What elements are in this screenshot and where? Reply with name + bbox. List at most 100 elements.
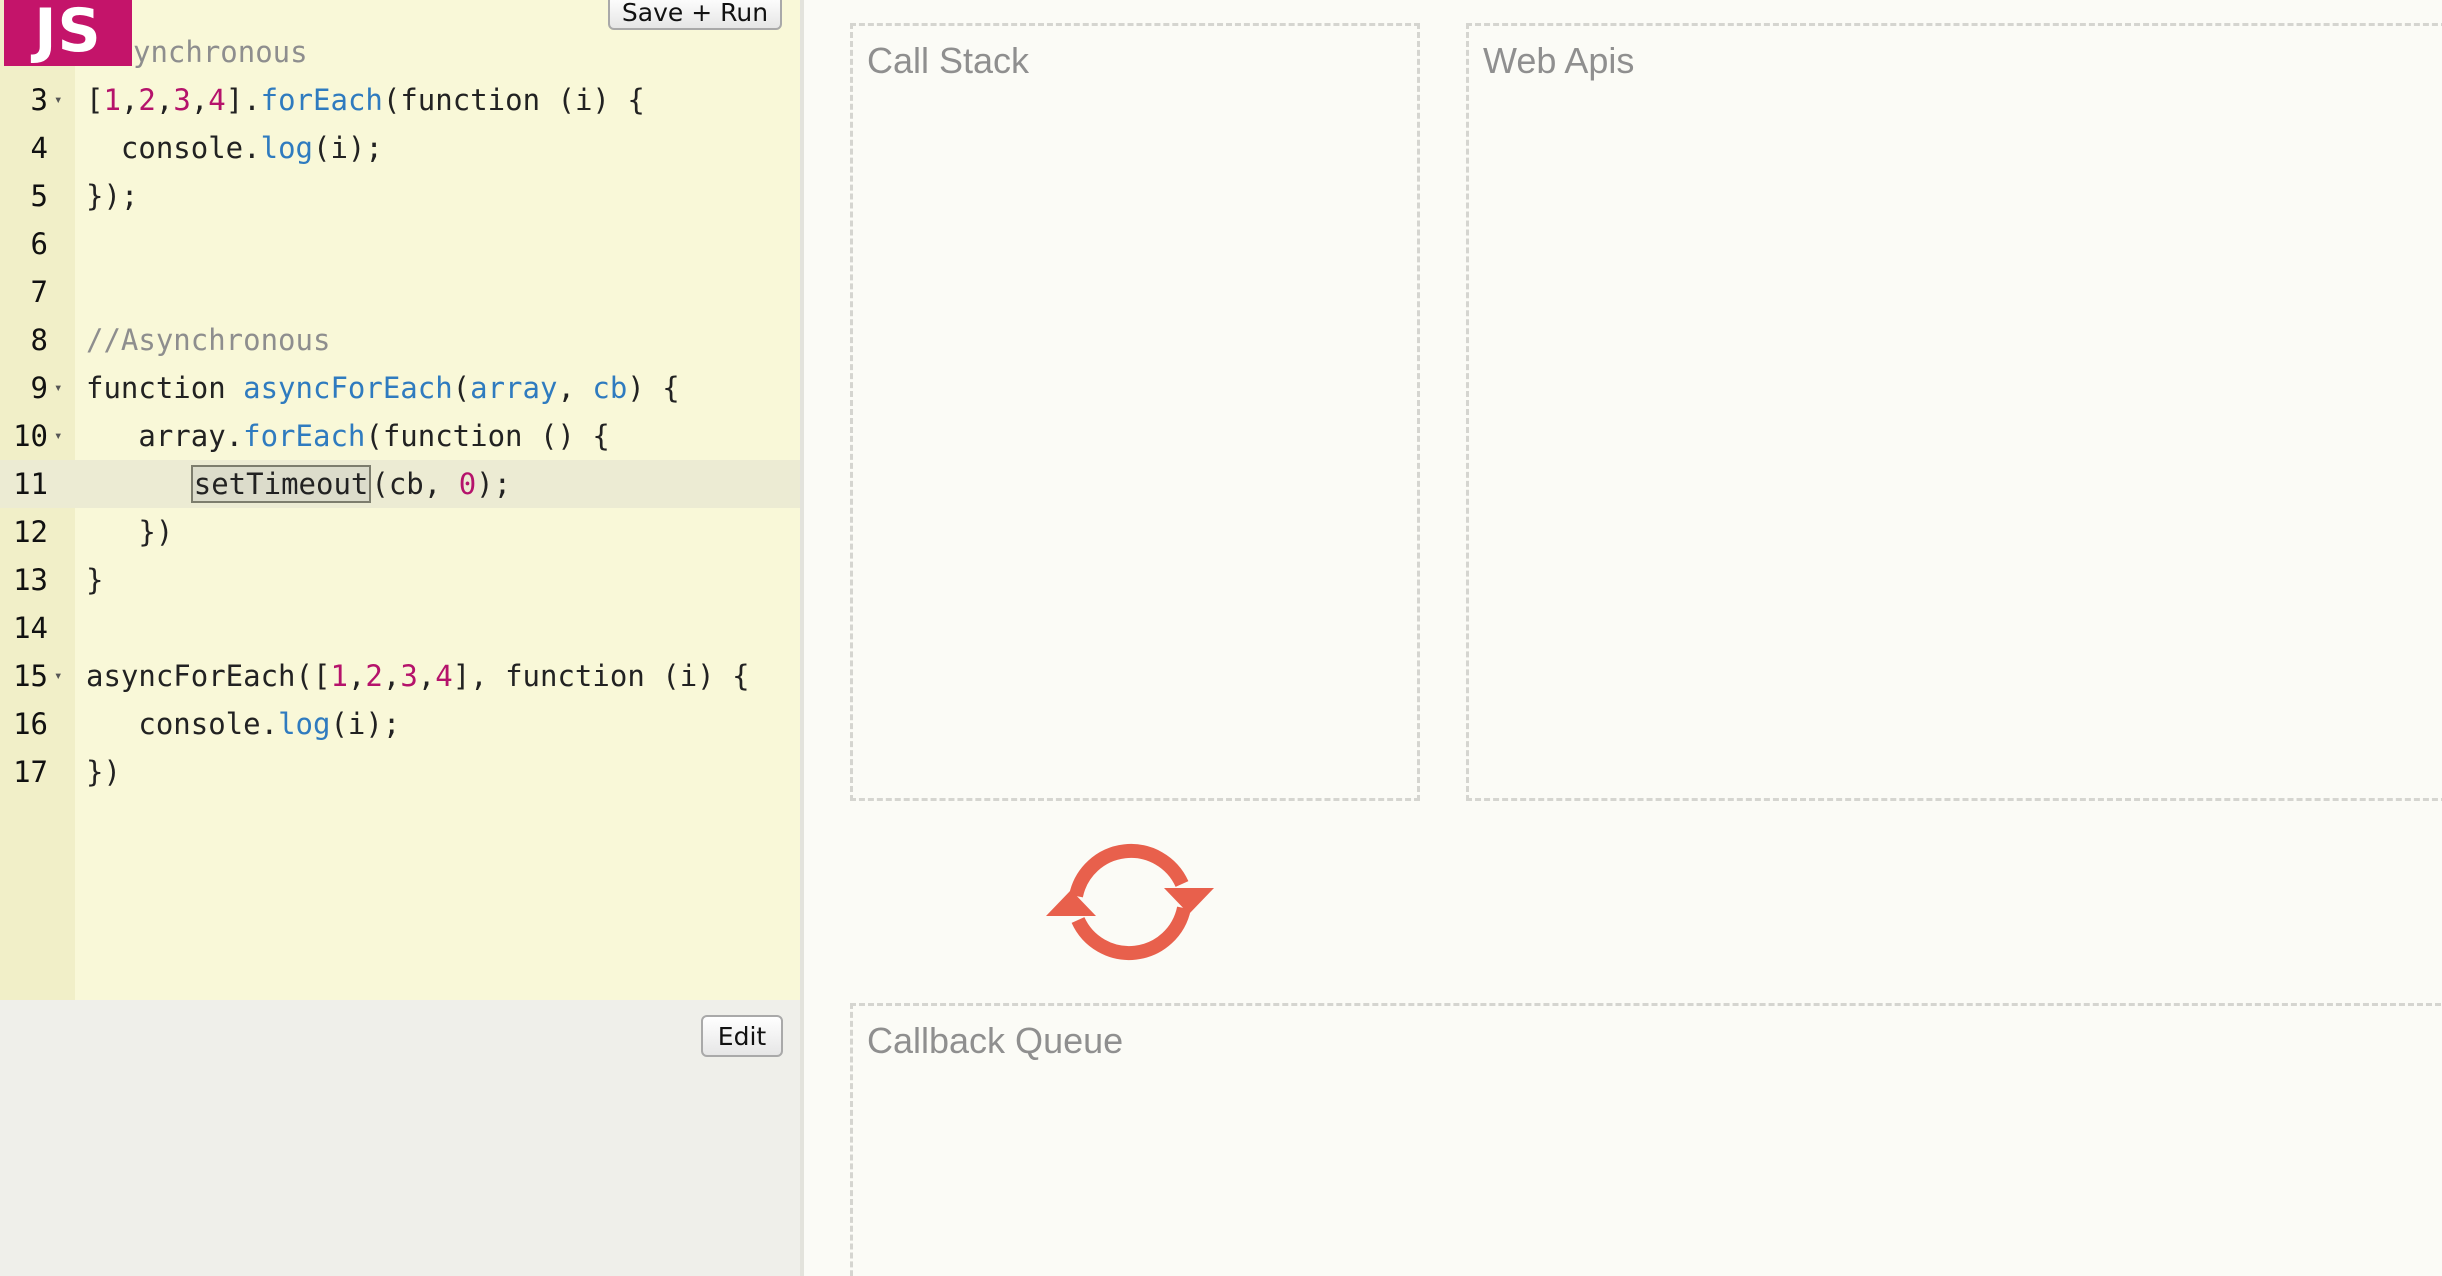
code-token: , bbox=[347, 659, 366, 693]
code-token: 3 bbox=[400, 659, 418, 693]
call-stack-panel: Call Stack bbox=[850, 23, 1420, 801]
code-text[interactable]: asyncForEach([1,2,3,4], function (i) { bbox=[86, 652, 750, 700]
code-token: 2 bbox=[138, 83, 156, 117]
code-token: 4 bbox=[435, 659, 453, 693]
code-line-14[interactable]: 14 bbox=[0, 604, 800, 652]
code-line-9[interactable]: 9 ▾ function asyncForEach(array, cb) { bbox=[0, 364, 800, 412]
code-token: (cb, bbox=[371, 467, 459, 501]
code-token: (function (i) { bbox=[382, 83, 645, 117]
code-token: (function () { bbox=[365, 419, 610, 453]
code-line-11[interactable]: 11 setTimeout(cb, 0); bbox=[0, 460, 800, 508]
code-token: , bbox=[190, 83, 209, 117]
code-text[interactable]: }); bbox=[86, 172, 138, 220]
code-token: }) bbox=[86, 515, 174, 549]
web-apis-panel: Web Apis bbox=[1466, 23, 2442, 801]
code-token: forEach bbox=[243, 419, 366, 453]
save-run-button[interactable]: Save + Run bbox=[608, 0, 782, 30]
code-text[interactable]: console.log(i); bbox=[86, 700, 400, 748]
code-line-8[interactable]: 8 //Asynchronous bbox=[0, 316, 800, 364]
code-token: , bbox=[557, 371, 593, 405]
code-line-17[interactable]: 17}) bbox=[0, 748, 800, 796]
code-token: 4 bbox=[208, 83, 226, 117]
fold-toggle-icon[interactable]: ▾ bbox=[54, 92, 63, 108]
code-line-3[interactable]: 3▾[1,2,3,4].forEach(function (i) { bbox=[0, 76, 800, 124]
code-text[interactable]: }) bbox=[86, 508, 173, 556]
fold-toggle-icon[interactable]: ▾ bbox=[54, 380, 63, 396]
code-token: function bbox=[86, 371, 244, 405]
code-line-7[interactable]: 7 bbox=[0, 268, 800, 316]
loop-arc-top bbox=[1069, 844, 1189, 898]
code-token: , bbox=[120, 83, 139, 117]
code-token: } bbox=[86, 563, 104, 597]
line-number: 7 bbox=[30, 275, 48, 309]
web-apis-title: Web Apis bbox=[1483, 40, 1635, 81]
code-token: , bbox=[417, 659, 436, 693]
selected-token: setTimeout bbox=[190, 465, 372, 503]
line-number: 9 bbox=[30, 371, 48, 405]
line-number: 5 bbox=[30, 179, 48, 213]
code-text[interactable]: [1,2,3,4].forEach(function (i) { bbox=[86, 76, 645, 124]
code-line-5[interactable]: 5}); bbox=[0, 172, 800, 220]
code-token: forEach bbox=[260, 83, 383, 117]
call-stack-title: Call Stack bbox=[867, 40, 1030, 81]
code-line-10[interactable]: 10 ▾ array.forEach(function () { bbox=[0, 412, 800, 460]
pane-divider[interactable] bbox=[800, 0, 804, 1276]
line-number: 17 bbox=[13, 755, 48, 789]
code-token: ) { bbox=[627, 371, 680, 405]
code-token: ]. bbox=[225, 83, 261, 117]
line-number: 3 bbox=[30, 83, 48, 117]
code-text[interactable]: //Asynchronous bbox=[86, 316, 330, 364]
code-token: (i); bbox=[330, 707, 401, 741]
line-number: 12 bbox=[13, 515, 48, 549]
code-token: 1 bbox=[103, 83, 121, 117]
loop-arc-bottom bbox=[1071, 906, 1191, 960]
code-line-header[interactable]: ynchronous bbox=[0, 28, 800, 76]
code-text[interactable]: setTimeout(cb, 0); bbox=[86, 460, 511, 508]
code-token: asyncForEach bbox=[243, 371, 453, 405]
fold-toggle-icon[interactable]: ▾ bbox=[54, 668, 63, 684]
code-token: 3 bbox=[173, 83, 191, 117]
code-text[interactable]: } bbox=[86, 556, 103, 604]
code-token: , bbox=[155, 83, 174, 117]
code-token: array bbox=[470, 371, 558, 405]
edit-button[interactable]: Edit bbox=[701, 1015, 783, 1057]
code-line-15[interactable]: 15 ▾ asyncForEach([1,2,3,4], function (i) … bbox=[0, 652, 800, 700]
code-token bbox=[86, 467, 191, 501]
code-line-13[interactable]: 13} bbox=[0, 556, 800, 604]
line-number: 15 bbox=[13, 659, 48, 693]
line-number: 6 bbox=[30, 227, 48, 261]
code-token: console. bbox=[86, 131, 261, 165]
fold-toggle-icon[interactable]: ▾ bbox=[54, 428, 63, 444]
header-comment: ynchronous bbox=[133, 35, 308, 69]
code-token: cb bbox=[592, 371, 628, 405]
line-number: 10 bbox=[13, 419, 48, 453]
code-token: 0 bbox=[458, 467, 477, 501]
code-token: }); bbox=[86, 179, 139, 213]
code-token: array. bbox=[86, 419, 244, 453]
event-loop-icon bbox=[1046, 844, 1214, 960]
code-line-4[interactable]: 4 console.log(i); bbox=[0, 124, 800, 172]
code-lines[interactable]: ynchronous 3▾[1,2,3,4].forEach(function … bbox=[0, 28, 800, 796]
js-logo: JS bbox=[4, 0, 132, 66]
code-text[interactable]: array.forEach(function () { bbox=[86, 412, 610, 460]
code-line-16[interactable]: 16 console.log(i); bbox=[0, 700, 800, 748]
loop-arrowhead-left bbox=[1046, 890, 1096, 916]
code-token: //Asynchronous bbox=[86, 323, 331, 357]
line-number: 13 bbox=[13, 563, 48, 597]
code-editor[interactable]: JS ynchronous 3▾[1,2,3,4].forEach(functi… bbox=[0, 0, 800, 1000]
code-text[interactable]: function asyncForEach(array, cb) { bbox=[86, 364, 680, 412]
code-text[interactable]: }) bbox=[86, 748, 121, 796]
code-token: log bbox=[278, 707, 331, 741]
code-line-12[interactable]: 12 }) bbox=[0, 508, 800, 556]
callback-queue-panel: Callback Queue bbox=[850, 1003, 2442, 1276]
code-line-6[interactable]: 6 bbox=[0, 220, 800, 268]
code-token: , bbox=[382, 659, 401, 693]
code-token: (i); bbox=[313, 131, 383, 165]
line-number: 8 bbox=[30, 323, 48, 357]
callback-queue-title: Callback Queue bbox=[867, 1020, 1124, 1061]
code-token: 1 bbox=[330, 659, 348, 693]
code-token: [ bbox=[86, 83, 104, 117]
line-number: 16 bbox=[13, 707, 48, 741]
code-text[interactable]: console.log(i); bbox=[86, 124, 383, 172]
